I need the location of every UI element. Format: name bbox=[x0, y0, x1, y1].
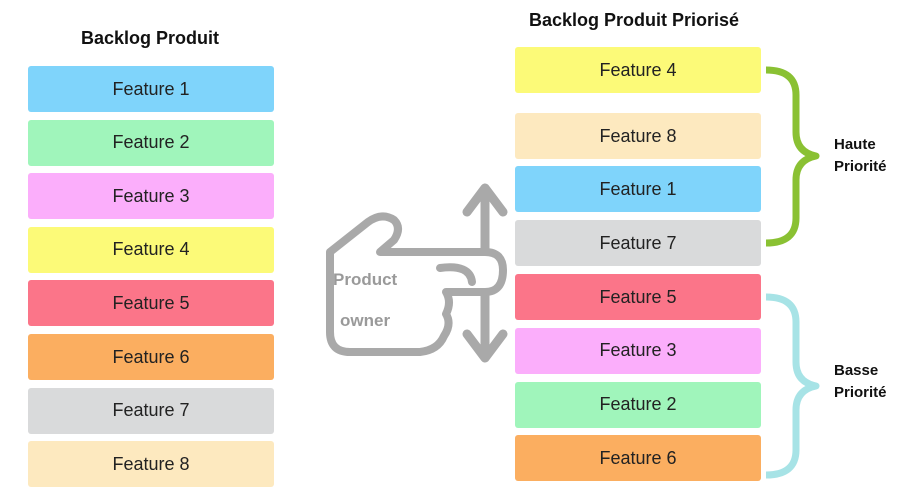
high-priority-bracket bbox=[765, 66, 820, 247]
left-feature-card: Feature 1 bbox=[28, 66, 274, 112]
left-feature-label: Feature 1 bbox=[112, 78, 190, 99]
right-feature-label: Feature 8 bbox=[599, 125, 677, 146]
right-feature-card: Feature 3 bbox=[515, 327, 761, 374]
left-feature-card: Feature 4 bbox=[28, 226, 274, 273]
left-feature-label: Feature 8 bbox=[112, 453, 190, 474]
pointing-hand-icon bbox=[326, 212, 507, 356]
right-feature-card: Feature 4 bbox=[515, 47, 761, 93]
left-feature-label: Feature 7 bbox=[112, 400, 190, 421]
left-feature-card: Feature 6 bbox=[28, 334, 274, 380]
left-feature-card: Feature 3 bbox=[28, 173, 274, 220]
right-feature-label: Feature 4 bbox=[599, 59, 677, 80]
right-backlog-title: Backlog Produit Priorisé bbox=[529, 10, 740, 30]
low-priority-line1: Basse bbox=[834, 362, 879, 379]
right-feature-label: Feature 1 bbox=[599, 178, 677, 199]
right-feature-label: Feature 3 bbox=[599, 340, 677, 361]
right-feature-card: Feature 8 bbox=[515, 113, 761, 159]
product-owner-label-line2: owner bbox=[340, 311, 391, 330]
left-feature-label: Feature 4 bbox=[112, 239, 190, 260]
left-feature-label: Feature 3 bbox=[112, 185, 190, 206]
low-priority-line2: Priorité bbox=[834, 384, 887, 401]
right-feature-card: Feature 6 bbox=[515, 435, 761, 482]
left-feature-label: Feature 6 bbox=[112, 346, 190, 367]
high-priority-line1: Haute bbox=[834, 136, 876, 153]
product-owner-label-line1: Product bbox=[333, 270, 398, 289]
low-priority-bracket bbox=[765, 293, 820, 479]
right-feature-card: Feature 1 bbox=[515, 166, 761, 213]
right-feature-card: Feature 7 bbox=[515, 220, 761, 267]
right-backlog-list: Feature 4 Feature 8 Feature 1 Feature 7 … bbox=[515, 47, 761, 483]
right-feature-label: Feature 6 bbox=[599, 447, 677, 468]
left-backlog-list: Feature 1 Feature 2 Feature 3 Feature 4 … bbox=[28, 66, 274, 490]
left-feature-label: Feature 5 bbox=[112, 292, 190, 313]
right-feature-label: Feature 2 bbox=[599, 394, 677, 415]
left-feature-label: Feature 2 bbox=[112, 132, 190, 153]
right-feature-card: Feature 5 bbox=[515, 274, 761, 320]
high-priority-line2: Priorité bbox=[834, 158, 887, 175]
left-feature-card: Feature 8 bbox=[28, 441, 274, 488]
left-feature-card: Feature 7 bbox=[28, 387, 274, 434]
high-priority-label: Haute Priorité bbox=[834, 134, 887, 178]
left-feature-card: Feature 2 bbox=[28, 119, 274, 166]
right-feature-label: Feature 5 bbox=[599, 286, 677, 307]
low-priority-label: Basse Priorité bbox=[834, 360, 887, 404]
right-feature-label: Feature 7 bbox=[599, 232, 677, 253]
right-feature-card: Feature 2 bbox=[515, 381, 761, 428]
left-backlog-title: Backlog Produit bbox=[81, 28, 220, 48]
left-feature-card: Feature 5 bbox=[28, 280, 274, 327]
